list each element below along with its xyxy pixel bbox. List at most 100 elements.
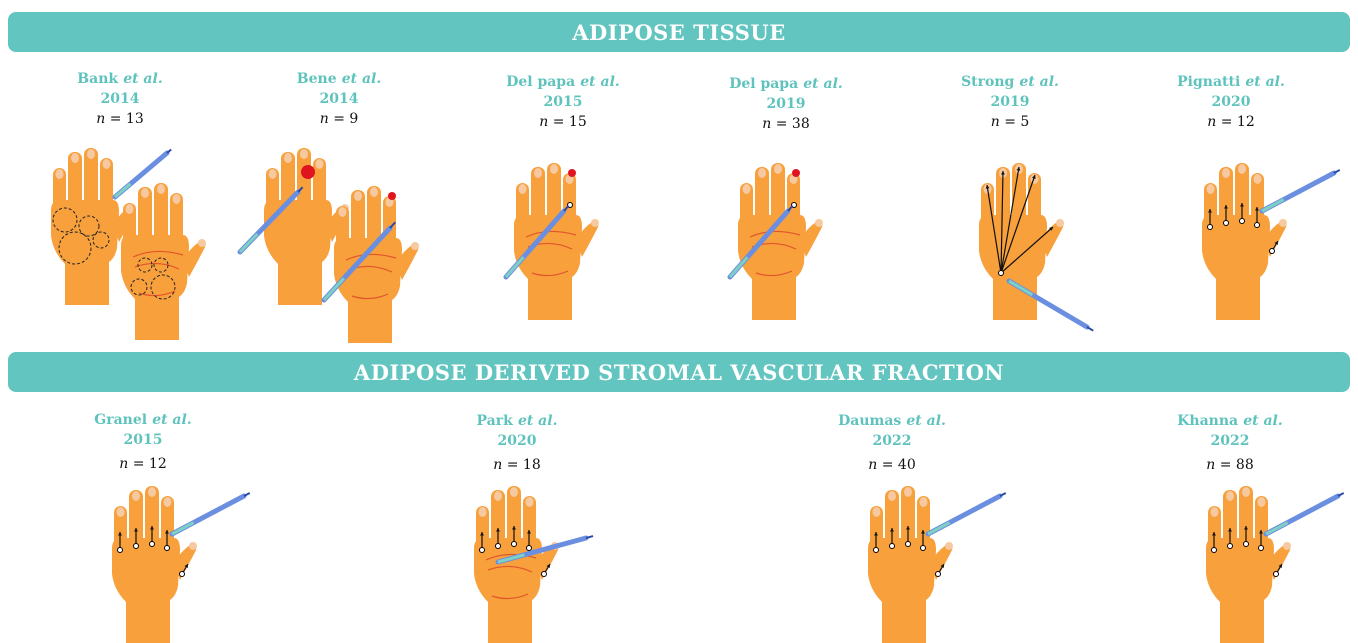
- syringe-plunger: [244, 493, 250, 496]
- fingernail: [550, 164, 558, 174]
- hand-shape: [868, 486, 953, 643]
- fingernail: [1254, 174, 1262, 184]
- injection-point: [1212, 548, 1217, 553]
- study-author: Del papa: [729, 76, 798, 92]
- sample-size: = 88: [1220, 457, 1254, 473]
- syringe-icon: [105, 145, 175, 205]
- sample-size: = 38: [776, 116, 810, 132]
- syringe-icon: [115, 149, 171, 197]
- study-caption: Park et al. 2020 n = 18: [432, 410, 602, 475]
- fingernail: [316, 159, 324, 169]
- hand-icon: [318, 178, 418, 343]
- hand-icon: [1186, 155, 1286, 320]
- study-author: Bene: [297, 71, 337, 87]
- injection-point: [496, 544, 501, 549]
- syringe-fluid: [1262, 200, 1284, 211]
- study-year: 2015: [58, 430, 228, 450]
- fingernail: [1238, 164, 1246, 174]
- hand-icon: [852, 478, 952, 643]
- injection-point: [1259, 546, 1264, 551]
- injection-point: [874, 548, 879, 553]
- fingernail: [71, 153, 79, 163]
- study-caption: Bank et al. 2014 n = 13: [35, 68, 205, 129]
- injection-point: [134, 544, 139, 549]
- fingernail: [164, 497, 172, 507]
- palm: [1202, 215, 1270, 320]
- sample-size-label: n: [119, 456, 128, 472]
- sample-size: = 13: [110, 111, 144, 127]
- fingernail: [526, 497, 534, 507]
- palm: [121, 235, 189, 340]
- fingernail: [1242, 487, 1250, 497]
- study-year: 2022: [1145, 431, 1315, 451]
- palm: [112, 538, 180, 643]
- study-author: Del papa: [506, 74, 575, 90]
- study-year: 2019: [701, 94, 871, 114]
- hand-shape: [334, 186, 419, 343]
- fingernail: [148, 487, 156, 497]
- study-author: Daumas: [838, 413, 901, 429]
- injection-point: [890, 544, 895, 549]
- injection-point: [936, 572, 941, 577]
- section-banner-adipose-tissue: ADIPOSE TISSUE: [8, 12, 1350, 52]
- sample-size: = 5: [1004, 114, 1029, 130]
- hand-icon: [96, 478, 196, 643]
- injection-point: [1255, 223, 1260, 228]
- study-year: 2014: [35, 89, 205, 109]
- hand-shape: [121, 183, 206, 340]
- study-caption: Strong et al. 2019 n = 5: [925, 71, 1095, 132]
- fingernail: [743, 184, 751, 194]
- study-year: 2022: [807, 431, 977, 451]
- study-caption: Khanna et al. 2022 n = 88: [1145, 410, 1315, 475]
- fingernail: [1258, 497, 1266, 507]
- fingernail: [1211, 507, 1219, 517]
- injection-point: [1274, 572, 1279, 577]
- study-year: 2015: [478, 92, 648, 112]
- fingernail: [774, 164, 782, 174]
- sample-size-label: n: [96, 111, 105, 127]
- sample-size: = 12: [1221, 114, 1255, 130]
- syringe-plunger: [1000, 493, 1006, 496]
- injection-point: [512, 542, 517, 547]
- injection-point: [542, 572, 547, 577]
- sample-size-label: n: [991, 114, 1000, 130]
- injection-point: [906, 542, 911, 547]
- sample-size: = 12: [133, 456, 167, 472]
- injection-point: [1244, 542, 1249, 547]
- fingernail: [888, 491, 896, 501]
- fingernail: [591, 219, 599, 227]
- fingernail: [479, 507, 487, 517]
- hand-shape: [979, 163, 1064, 320]
- fingernail: [370, 187, 378, 197]
- study-caption: Daumas et al. 2022 n = 40: [807, 410, 977, 475]
- syringe-plunger: [1338, 493, 1344, 496]
- study-etal: et al.: [518, 413, 558, 429]
- fingernail: [411, 242, 419, 250]
- study-caption: Bene et al. 2014 n = 9: [254, 68, 424, 129]
- fingernail: [132, 491, 140, 501]
- syringe-fluid: [115, 184, 131, 197]
- injection-point: [1240, 219, 1245, 224]
- syringe-fluid: [172, 523, 194, 534]
- hand-icon: [1190, 478, 1290, 643]
- syringe-fluid: [928, 523, 950, 534]
- syringe-icon: [172, 493, 250, 534]
- study-caption: Del papa et al. 2015 n = 15: [478, 71, 648, 132]
- hand-shape: [514, 163, 599, 320]
- injection-point: [118, 548, 123, 553]
- fingernail: [117, 507, 125, 517]
- injection-dot-icon: [388, 192, 396, 200]
- sample-size: = 40: [882, 457, 916, 473]
- study-etal: et al.: [580, 74, 620, 90]
- study-etal: et al.: [1245, 74, 1285, 90]
- hand-shape: [474, 486, 559, 643]
- syringe-icon: [1266, 493, 1344, 534]
- fingernail: [1222, 168, 1230, 178]
- fingernail: [56, 169, 64, 179]
- study-year: 2019: [925, 92, 1095, 112]
- fingernail: [873, 507, 881, 517]
- study-caption: Granel et al. 2015 n = 12: [58, 409, 228, 474]
- fingernail: [1207, 184, 1215, 194]
- syringe-fluid: [240, 234, 257, 252]
- fingernail: [510, 487, 518, 497]
